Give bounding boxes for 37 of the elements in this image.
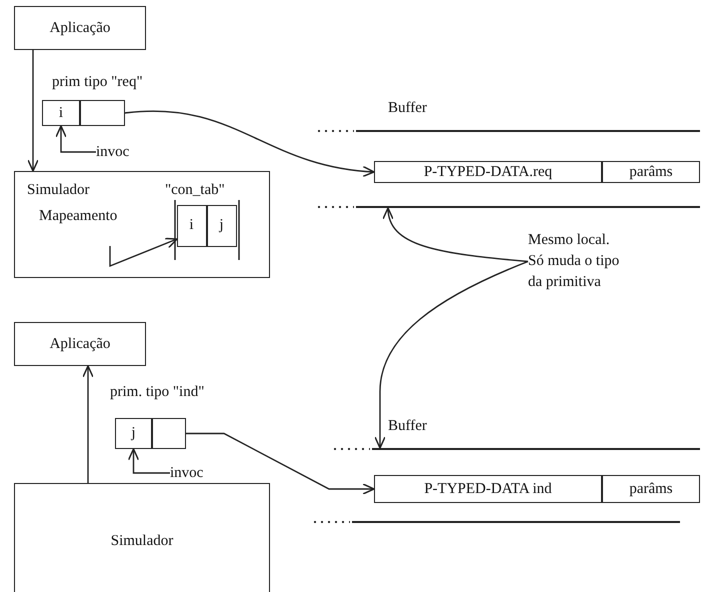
arrow xyxy=(82,365,94,483)
box-text: "con_tab" xyxy=(165,182,225,199)
buffer-line xyxy=(318,206,700,208)
process-box: parâms xyxy=(602,161,700,183)
record-cell: i xyxy=(176,204,206,246)
label-text: prim tipo "req" xyxy=(52,74,143,91)
process-box xyxy=(14,171,270,278)
pointer-cell xyxy=(152,418,186,449)
arrow xyxy=(186,432,375,495)
label-text: Buffer xyxy=(388,100,427,117)
arrow xyxy=(124,110,375,177)
process-box: parâms xyxy=(602,475,700,503)
process-box: P-TYPED-DATA.req xyxy=(374,161,602,183)
record-cell: i xyxy=(42,100,80,126)
arrow xyxy=(27,50,39,172)
process-box: P-TYPED-DATA ind xyxy=(374,475,602,503)
buffer-line xyxy=(318,130,700,132)
arrow xyxy=(109,238,178,268)
buffer-line xyxy=(334,448,700,450)
process-box: Aplicação xyxy=(14,322,146,366)
buffer-line xyxy=(314,521,680,523)
process-box: Simulador xyxy=(14,483,270,592)
process-box: Aplicação xyxy=(14,6,146,50)
record-cell: j xyxy=(206,204,236,246)
box-text: Mapeamento xyxy=(39,208,118,225)
arrow xyxy=(374,260,528,449)
label-text: Buffer xyxy=(388,418,427,435)
record-cell: j xyxy=(115,418,152,449)
invoc-text: invoc xyxy=(170,463,204,484)
pointer-cell xyxy=(80,100,125,126)
invoc-text: invoc xyxy=(96,142,130,162)
arrow xyxy=(128,448,170,474)
box-text: Simulador xyxy=(27,182,90,199)
note-text: Mesmo local. Só muda o tipo da primitiva xyxy=(528,230,629,293)
label-text: prim. tipo "ind" xyxy=(110,384,204,401)
arrow xyxy=(384,207,528,262)
arrow xyxy=(55,125,96,153)
